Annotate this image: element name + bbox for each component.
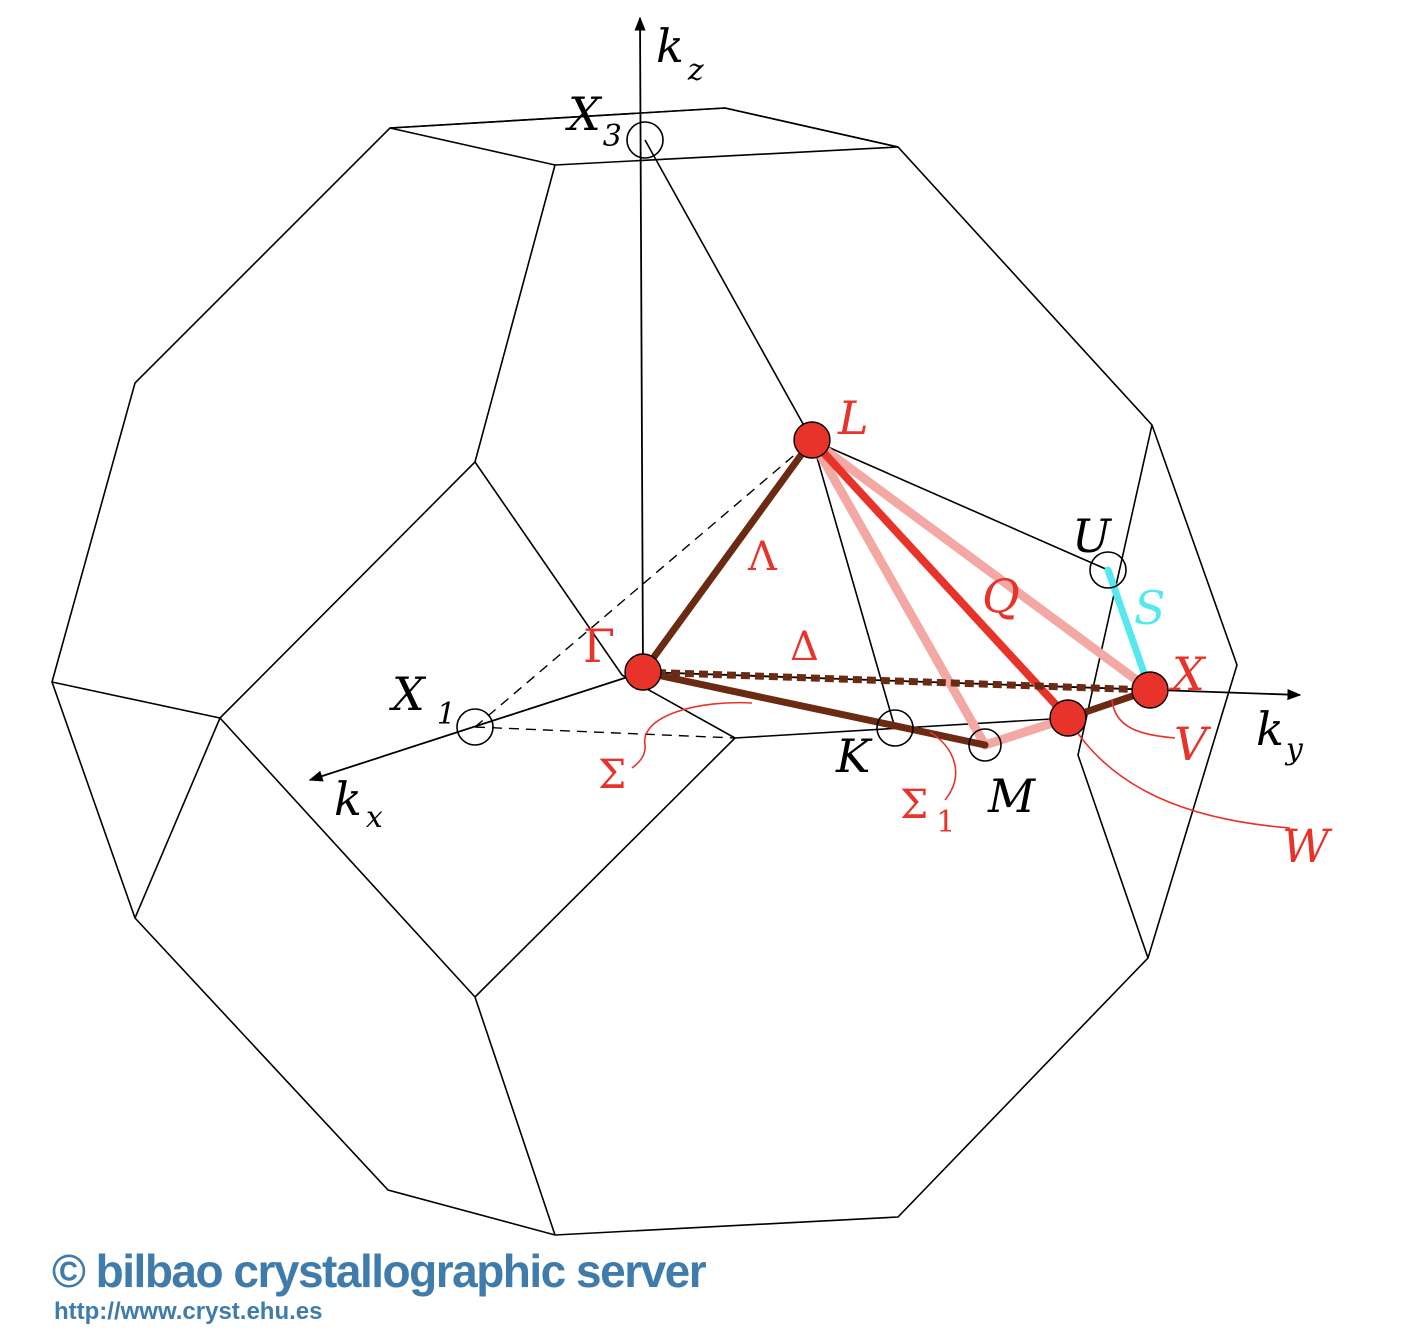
point-x1-marker xyxy=(456,708,494,746)
leader-sigma xyxy=(631,701,753,769)
hidden-edge-x1-k xyxy=(474,726,736,739)
label-w: W xyxy=(1282,819,1333,873)
point-gamma-marker xyxy=(624,653,662,691)
label-gamma: Γ xyxy=(583,619,615,673)
face-edge-b xyxy=(219,717,556,1236)
label-x: X xyxy=(1169,647,1207,701)
face-edge-f xyxy=(644,139,813,441)
label-k: K xyxy=(835,729,873,783)
zone-outline xyxy=(51,107,1238,1236)
kx-axis xyxy=(308,671,644,782)
front-face-edges xyxy=(51,164,556,719)
face-edge-e xyxy=(1077,424,1153,959)
line-lambda xyxy=(639,436,816,676)
line-pink-l-x xyxy=(807,435,1155,695)
leader-curves xyxy=(631,699,1291,829)
face-edge-g xyxy=(811,439,1109,571)
point-l-marker xyxy=(793,421,831,459)
label-l: L xyxy=(837,391,869,445)
point-k-marker xyxy=(876,709,914,747)
label-q: Q xyxy=(982,569,1020,623)
line-pink-l-m xyxy=(807,435,990,750)
label-delta: Δ xyxy=(790,624,819,670)
symmetry-lines xyxy=(639,435,1155,750)
face-edge-c xyxy=(474,737,736,998)
footer-url-link[interactable]: http://www.cryst.ehu.es xyxy=(54,1298,323,1325)
top-square-face xyxy=(389,107,899,166)
label-x3: X3 xyxy=(565,87,622,154)
hidden-edges xyxy=(474,439,813,739)
face-edge-d xyxy=(134,717,221,919)
label-u: U xyxy=(1072,509,1113,563)
line-sigma xyxy=(639,668,989,749)
line-s xyxy=(1104,566,1154,694)
label-v: V xyxy=(1174,717,1212,771)
point-m-marker xyxy=(968,728,1002,762)
point-u-marker xyxy=(1089,551,1127,589)
face-edge-a xyxy=(474,461,736,739)
label-s: S xyxy=(1134,581,1166,635)
label-sigma: Σ xyxy=(598,752,626,798)
label-ky: ky xyxy=(1256,702,1304,767)
leader-sigma1 xyxy=(929,731,957,801)
point-x3-marker xyxy=(626,121,664,159)
label-lambda: Λ xyxy=(747,534,778,580)
label-m: M xyxy=(987,769,1037,823)
leader-w xyxy=(1067,717,1291,829)
kz-axis xyxy=(634,16,646,673)
open-points xyxy=(456,121,1127,762)
point-x-marker xyxy=(1131,671,1169,709)
hidden-edge-x1-l xyxy=(474,439,813,728)
line-q-l-w xyxy=(808,436,1072,722)
line-delta xyxy=(642,668,1151,694)
point-w-marker xyxy=(1049,699,1087,737)
leader-v xyxy=(1111,699,1176,739)
filled-points xyxy=(624,421,1169,737)
footer-brand: © bilbao crystallographic server xyxy=(52,1245,707,1297)
